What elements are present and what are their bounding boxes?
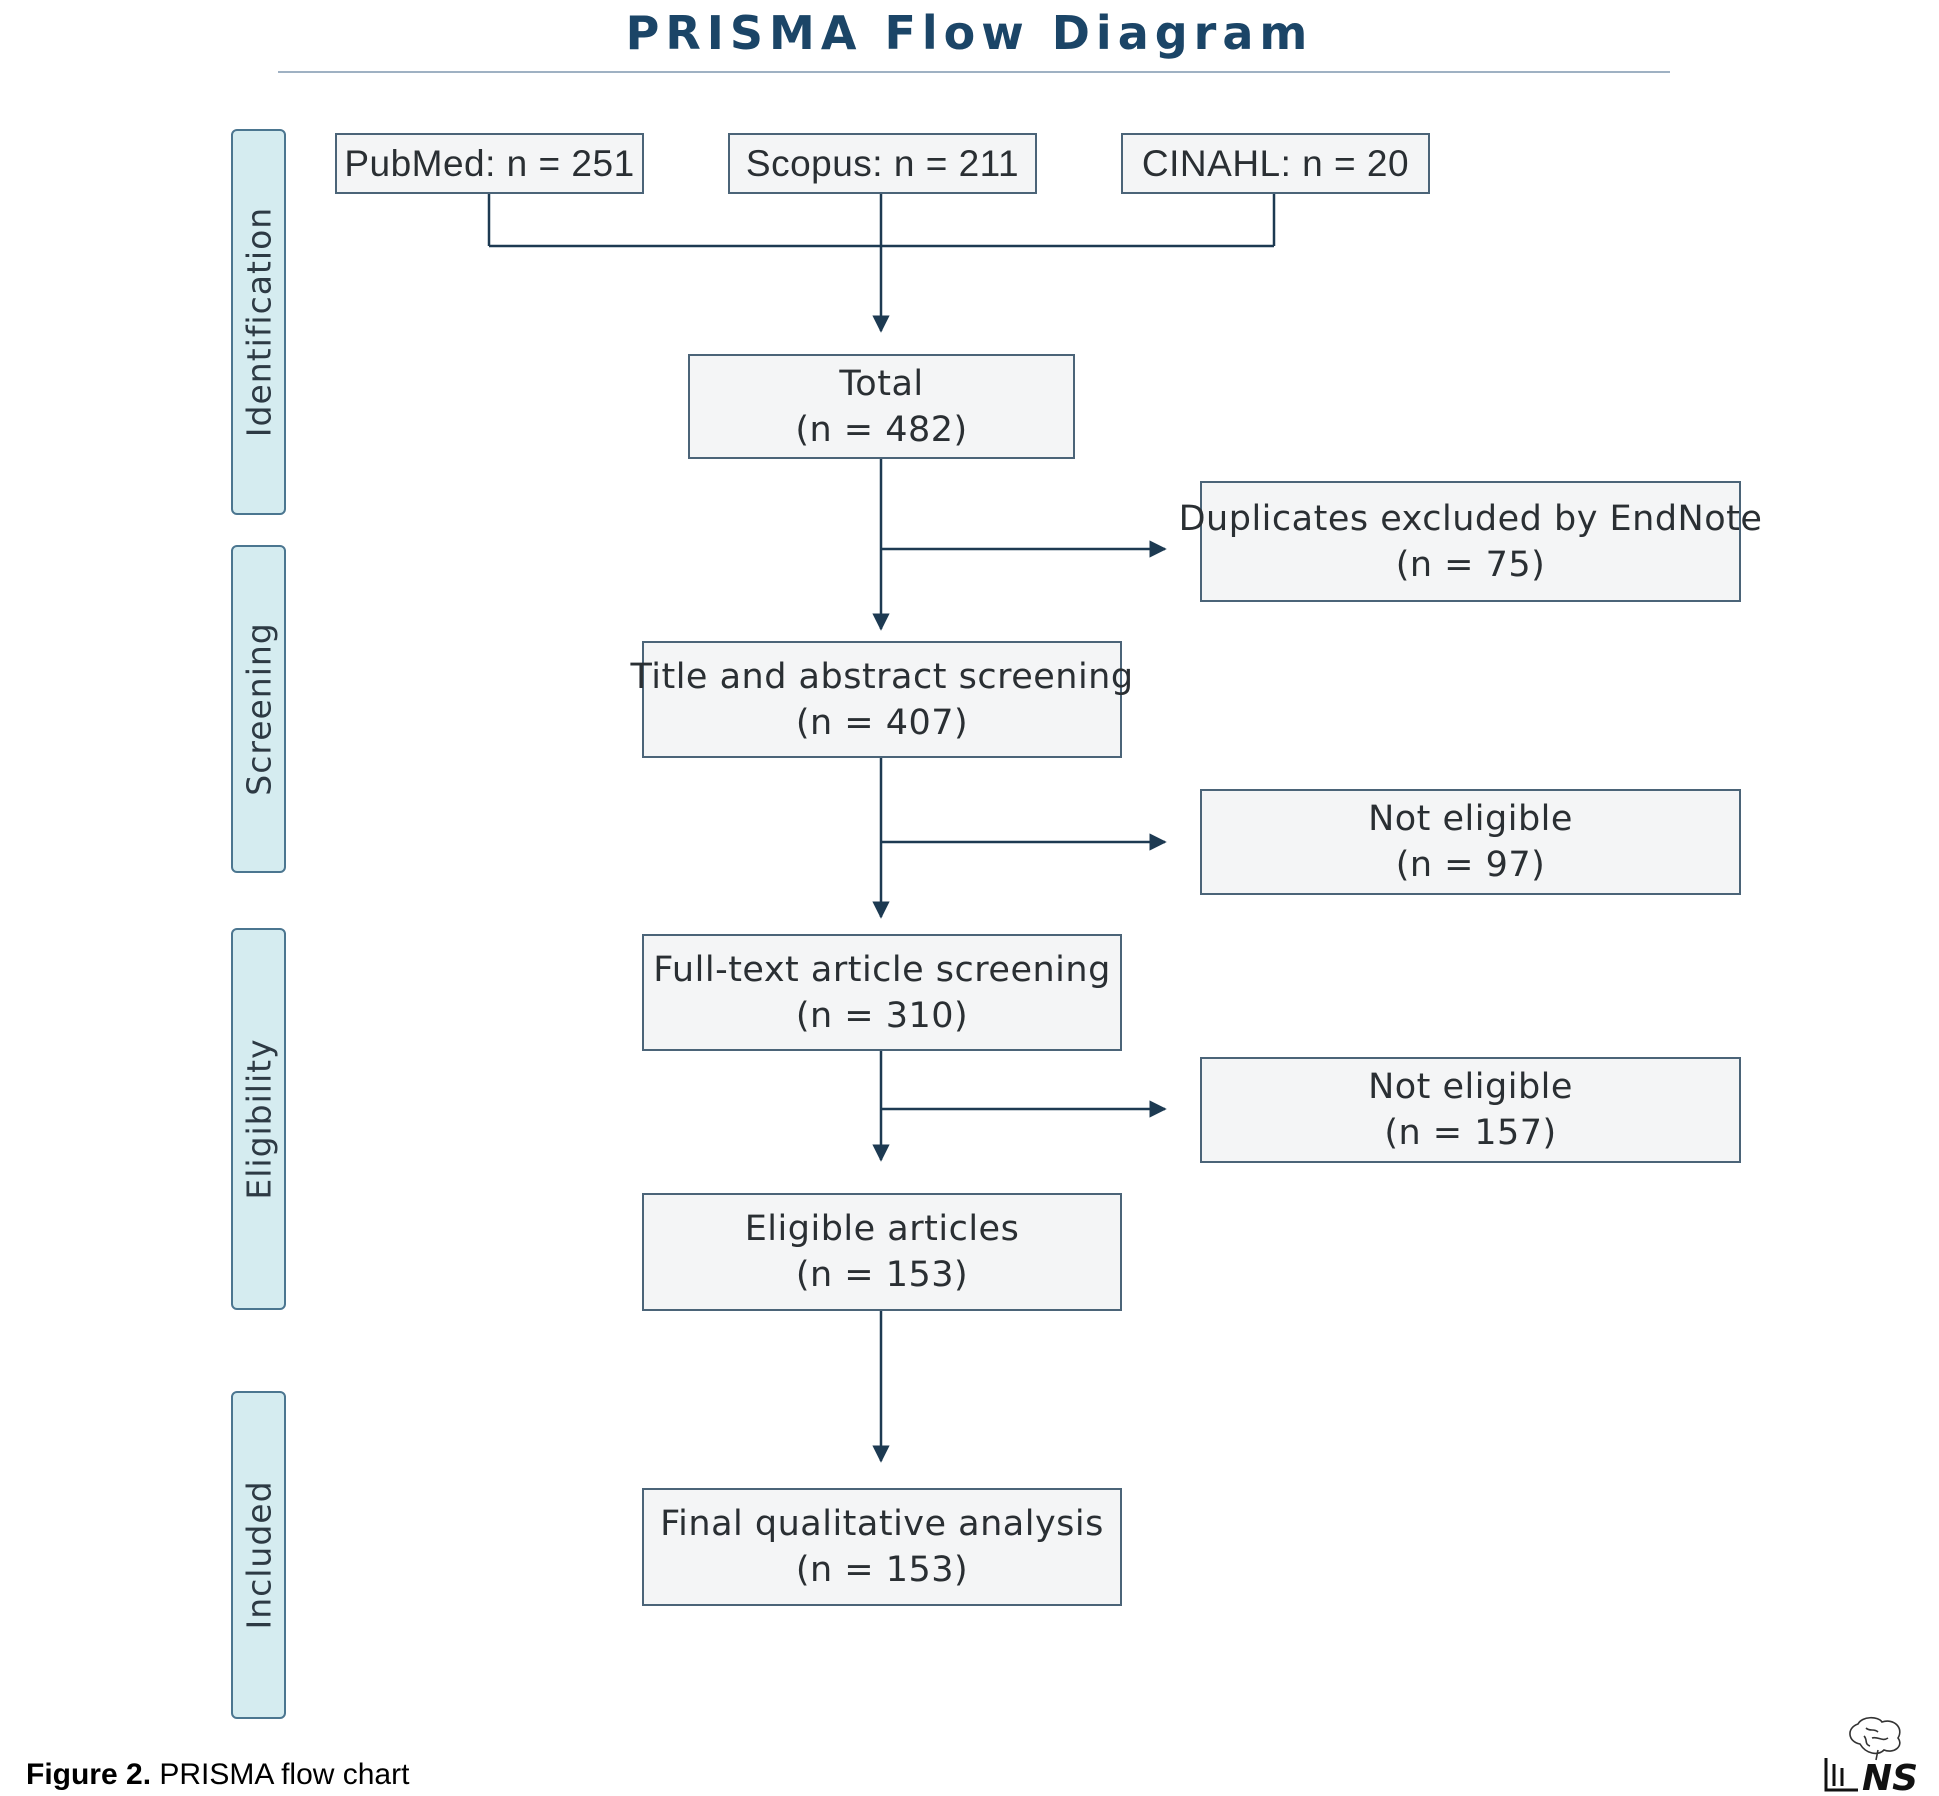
box-total-count: (n = 482)	[795, 409, 968, 450]
figure-caption-text: PRISMA flow chart	[151, 1758, 410, 1791]
box-not-eligible-2-label: Not eligible	[1368, 1067, 1573, 1107]
phase-included: Included	[231, 1391, 286, 1719]
logo-text: NS	[1862, 1758, 1918, 1794]
box-full-text-screening: Full-text article screening (n = 310)	[642, 934, 1122, 1051]
box-duplicates-excluded: Duplicates excluded by EndNote (n = 75)	[1179, 481, 1762, 602]
box-total: Total (n = 482)	[688, 354, 1075, 459]
source-pubmed: PubMed: n = 251	[335, 133, 644, 194]
box-total-label: Total	[839, 363, 924, 404]
source-scopus-label: Scopus: n = 211	[745, 142, 1020, 184]
box-full-text-count: (n = 310)	[795, 995, 969, 1036]
box-title-abstract-screening: Title and abstract screening (n = 407)	[630, 641, 1133, 758]
box-not-eligible-2-count: (n = 157)	[1384, 1113, 1557, 1153]
figure-caption-label: Figure 2.	[26, 1758, 152, 1791]
box-title-abstract-count: (n = 407)	[795, 702, 969, 743]
box-eligible-label: Eligible articles	[744, 1209, 1020, 1249]
figure-caption: Figure 2. PRISMA flow chart	[26, 1758, 409, 1792]
title-divider	[278, 71, 1670, 73]
source-cinahl-label: CINAHL: n = 20	[1141, 142, 1410, 184]
box-eligible-count: (n = 153)	[795, 1255, 969, 1295]
box-duplicates-count: (n = 75)	[1395, 544, 1546, 585]
box-full-text-label: Full-text article screening	[653, 949, 1111, 990]
phase-identification: Identification	[231, 129, 286, 515]
box-not-eligible-full-text: Not eligible (n = 157)	[1200, 1057, 1741, 1163]
box-not-eligible-1-label: Not eligible	[1368, 799, 1573, 839]
diagram-title: PRISMA Flow Diagram	[625, 6, 1314, 60]
source-cinahl: CINAHL: n = 20	[1121, 133, 1430, 194]
box-duplicates-label: Duplicates excluded by EndNote	[1178, 498, 1763, 539]
source-pubmed-label: PubMed: n = 251	[344, 142, 635, 184]
box-title-abstract-label: Title and abstract screening	[630, 656, 1134, 697]
box-eligible-articles: Eligible articles (n = 153)	[642, 1193, 1122, 1311]
box-final-label: Final qualitative analysis	[660, 1504, 1104, 1544]
phase-screening: Screening	[231, 545, 286, 873]
source-scopus: Scopus: n = 211	[728, 133, 1037, 194]
box-final-count: (n = 153)	[795, 1550, 969, 1590]
brain-logo-icon: NS	[1824, 1716, 1918, 1794]
box-not-eligible-1-count: (n = 97)	[1395, 845, 1546, 885]
phase-eligibility: Eligibility	[231, 928, 286, 1310]
box-final-qualitative-analysis: Final qualitative analysis (n = 153)	[642, 1488, 1122, 1606]
box-not-eligible-screening: Not eligible (n = 97)	[1200, 789, 1741, 895]
